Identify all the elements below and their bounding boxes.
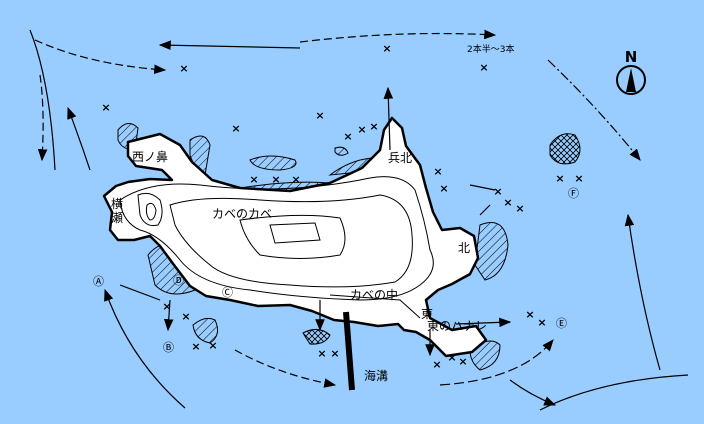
label-higashi: 東 bbox=[421, 307, 433, 321]
svg-text:×: × bbox=[555, 172, 564, 185]
svg-text:×: × bbox=[249, 173, 258, 186]
current-arrows bbox=[29, 29, 689, 410]
svg-text:×: × bbox=[291, 173, 300, 186]
label-kabe-no-kabe: カベのカベ bbox=[212, 207, 272, 221]
svg-text:×: × bbox=[179, 62, 188, 75]
svg-text:×: × bbox=[181, 310, 190, 323]
point-a: Ⓐ bbox=[93, 275, 104, 288]
label-yokose-2: 瀬 bbox=[111, 211, 123, 225]
svg-text:×: × bbox=[537, 316, 546, 329]
fishing-spot-marks: ××× ××× ××× ××× ××× ××× ××× ××× ××× ××× bbox=[101, 42, 583, 371]
svg-text:×: × bbox=[515, 202, 524, 215]
svg-text:×: × bbox=[493, 185, 502, 198]
depth-contours bbox=[119, 176, 434, 319]
svg-text:×: × bbox=[343, 130, 352, 143]
svg-text:×: × bbox=[382, 42, 391, 55]
compass: N bbox=[616, 48, 646, 95]
label-kaiko: 海溝 bbox=[364, 368, 388, 383]
svg-text:×: × bbox=[432, 358, 441, 371]
svg-text:×: × bbox=[458, 355, 467, 368]
svg-text:×: × bbox=[162, 300, 171, 313]
svg-text:×: × bbox=[525, 308, 534, 321]
point-e: Ⓔ bbox=[556, 317, 567, 330]
label-depth-note: 2本半～3本 bbox=[467, 43, 514, 55]
label-kita: 北 bbox=[458, 241, 470, 255]
svg-text:×: × bbox=[191, 340, 200, 353]
point-b: Ⓑ bbox=[163, 341, 174, 354]
label-kabe-no-naka: カベの中 bbox=[350, 287, 398, 302]
reef bbox=[302, 329, 331, 345]
reef bbox=[192, 317, 219, 344]
reef bbox=[334, 146, 349, 156]
label-nishi-no-hana: 西ノ鼻 bbox=[132, 149, 168, 164]
label-higashi-no-hanare: 東のハナレ bbox=[427, 319, 487, 333]
north-arrow-icon bbox=[616, 65, 646, 95]
label-yokose-1: 横 bbox=[111, 197, 123, 211]
svg-text:×: × bbox=[433, 165, 442, 178]
svg-text:×: × bbox=[317, 347, 326, 360]
place-labels: 西ノ鼻 横 瀬 カベのカベ 兵北 北 カベの中 東 東のハナレ 海溝 2本半～3… bbox=[111, 43, 514, 383]
point-markers: Ⓐ Ⓑ Ⓒ Ⓓ Ⓔ Ⓕ bbox=[93, 187, 579, 354]
svg-text:×: × bbox=[503, 196, 512, 209]
reef bbox=[249, 155, 297, 171]
svg-text:×: × bbox=[447, 351, 456, 364]
svg-text:×: × bbox=[369, 120, 378, 133]
svg-text:×: × bbox=[574, 172, 583, 185]
trench-line bbox=[343, 311, 355, 391]
point-d: Ⓓ bbox=[173, 274, 184, 287]
reef bbox=[549, 133, 581, 165]
svg-text:×: × bbox=[231, 122, 240, 135]
compass-label: N bbox=[625, 48, 638, 66]
svg-text:×: × bbox=[357, 123, 366, 136]
svg-text:×: × bbox=[208, 339, 217, 352]
svg-text:×: × bbox=[315, 109, 324, 122]
svg-text:×: × bbox=[439, 182, 448, 195]
point-c: Ⓒ bbox=[222, 286, 233, 299]
svg-text:×: × bbox=[271, 173, 280, 186]
reef bbox=[474, 222, 509, 281]
label-hyohoku: 兵北 bbox=[388, 151, 412, 165]
svg-text:×: × bbox=[101, 101, 110, 114]
point-f: Ⓕ bbox=[568, 187, 579, 200]
svg-text:×: × bbox=[330, 347, 339, 360]
svg-text:×: × bbox=[479, 61, 488, 74]
